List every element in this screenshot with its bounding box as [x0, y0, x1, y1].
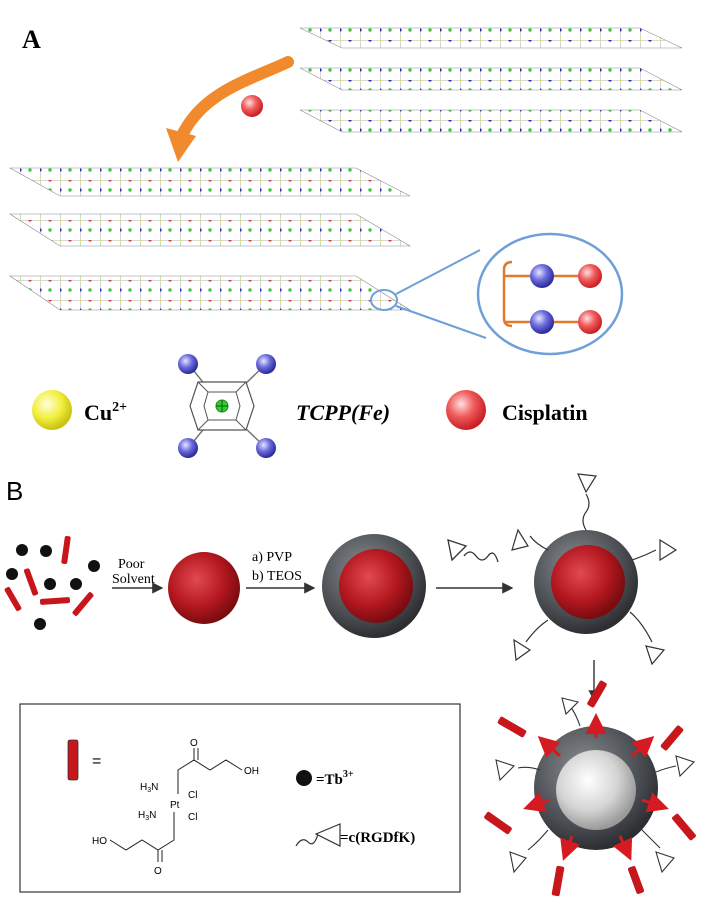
tb-ion-dot — [88, 560, 100, 572]
poor-label: Poor — [118, 557, 145, 572]
pt-cl2: Cl — [188, 812, 197, 823]
drug-core-in-shell — [339, 549, 413, 623]
cisplatin-ball-transit — [241, 95, 263, 117]
tcpp-fe-molecule-icon — [178, 354, 276, 458]
tb-ion-dot — [44, 578, 56, 590]
panel-b-label: B — [6, 476, 23, 506]
tb-ion-dot — [16, 544, 28, 556]
drug-rod — [23, 568, 39, 596]
mof-layer — [299, 109, 683, 133]
drug-rod — [72, 592, 94, 616]
zoom-line — [395, 249, 481, 295]
pt-o-top: O — [190, 738, 198, 749]
pt-o-bottom: O — [154, 866, 162, 877]
tcpp-ball — [530, 264, 554, 288]
carboxyl-ball — [178, 438, 198, 458]
zoom-line — [395, 305, 487, 339]
pt-prodrug-structure — [109, 748, 243, 862]
tb-ion-dot — [40, 545, 52, 557]
mof-layer — [8, 213, 412, 247]
drug-core-particle — [168, 552, 240, 624]
key-tb-label: =Tb3+ — [316, 769, 354, 788]
rgd-peptide-incoming — [447, 539, 499, 563]
tb-ion-dot — [70, 578, 82, 590]
panel-a-label: A — [22, 25, 41, 54]
linker-bracket — [502, 260, 513, 328]
key-rod-equals: = — [92, 753, 101, 770]
pt-oh-right: OH — [244, 766, 259, 777]
mof-layers-loaded — [8, 167, 412, 311]
loading-arrow — [174, 56, 294, 146]
pt-ho-left: HO — [92, 836, 107, 847]
zoom-large-circle — [476, 232, 624, 356]
precursor-mixture — [4, 535, 100, 630]
mof-layer — [299, 27, 683, 49]
panel-a-legend: Cu2+ TCPP(Fe) Cisplatin — [32, 354, 588, 458]
key-tb-dot — [296, 770, 312, 786]
panel-b-key-box: = O OH H3N Pt Cl H3N Cl HO O =Tb3+ =c(RG… — [19, 703, 461, 893]
tb-ion-dot — [6, 568, 18, 580]
drug-rod — [61, 535, 71, 565]
pt-atom: Pt — [170, 800, 180, 811]
zoom-small-circle — [370, 289, 398, 311]
drug-rod — [4, 586, 22, 612]
pt-h3n-2: H3N — [138, 810, 156, 822]
tb-ion-dot — [34, 618, 46, 630]
zoom-callout — [370, 232, 624, 356]
tcpp-label: TCPP(Fe) — [296, 400, 390, 425]
key-rgd-triangle — [314, 823, 341, 847]
drug-release-particle — [484, 680, 696, 897]
rgd-functionalized-particle — [511, 473, 678, 666]
key-rgd-label: =c(RGDfK) — [340, 830, 415, 846]
mof-layer — [8, 167, 411, 197]
key-drug-rod — [67, 739, 79, 781]
carboxyl-ball — [178, 354, 198, 374]
key-rgd-tail — [295, 833, 319, 847]
carboxyl-ball — [256, 354, 276, 374]
cisplatin-ball — [578, 264, 602, 288]
teos-label: b) TEOS — [252, 569, 302, 584]
tcpp-ball — [530, 310, 554, 334]
key-box-frame — [19, 703, 461, 893]
cisplatin-ball — [578, 310, 602, 334]
pt-h3n-1: H3N — [140, 782, 158, 794]
pvp-label: a) PVP — [252, 550, 292, 565]
cu-ion-icon — [32, 390, 72, 430]
loading-arrow-head — [166, 128, 196, 162]
cu-label: Cu2+ — [84, 400, 127, 425]
drug-rod — [39, 597, 71, 605]
pt-cl1: Cl — [188, 790, 197, 801]
carboxyl-ball — [256, 438, 276, 458]
solvent-label: Solvent — [112, 572, 155, 587]
mof-layer — [299, 67, 683, 91]
mof-layer — [9, 275, 412, 311]
mof-layers-pristine — [299, 27, 683, 133]
cisplatin-label: Cisplatin — [502, 400, 588, 425]
cisplatin-icon — [446, 390, 486, 430]
